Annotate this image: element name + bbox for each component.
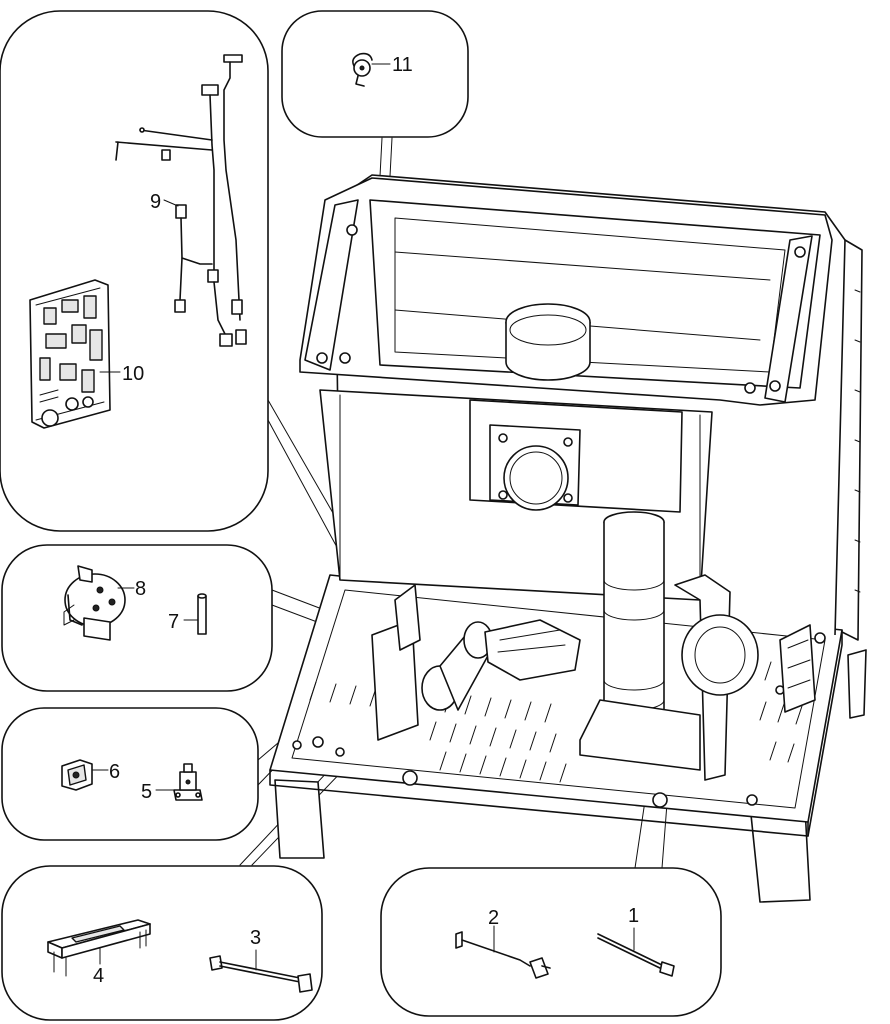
- callout-11: 11: [392, 54, 413, 76]
- callout-10: 10: [122, 363, 144, 385]
- thermal-sensor-icon: [173, 763, 203, 801]
- callout-2: 2: [488, 907, 499, 929]
- callout-3: 3: [250, 927, 261, 949]
- display-board-icon: [47, 919, 151, 977]
- callout-4: 4: [93, 965, 104, 987]
- inset-parts-5-6: 6 5: [1, 707, 259, 841]
- wire-harness-icon: [115, 54, 247, 347]
- pressure-switch-icon: [63, 565, 126, 641]
- ribbon-cable-icon: [209, 955, 313, 993]
- inset-parts-9-10: 9 10: [0, 10, 269, 532]
- callout-6: 6: [109, 761, 120, 783]
- inset-parts-7-8: 8 7: [1, 544, 273, 692]
- rocker-switch-icon: [61, 759, 93, 791]
- callout-7: 7: [168, 611, 179, 633]
- stove-assembly: [269, 174, 867, 903]
- callout-5: 5: [141, 781, 152, 803]
- temperature-probe-icon: [597, 933, 675, 977]
- tube-icon: [197, 593, 207, 635]
- callout-1: 1: [628, 905, 639, 927]
- inset-part-11: 11: [281, 10, 469, 138]
- sensor-clip-icon: [352, 52, 391, 87]
- control-board-icon: [29, 279, 111, 429]
- inset-parts-1-2: 2 1: [380, 867, 722, 1017]
- inset-parts-3-4: 4 3: [1, 865, 323, 1021]
- igniter-icon: [455, 931, 551, 979]
- base-bolts: [292, 632, 826, 808]
- callout-8: 8: [135, 578, 146, 600]
- callout-9: 9: [150, 191, 161, 213]
